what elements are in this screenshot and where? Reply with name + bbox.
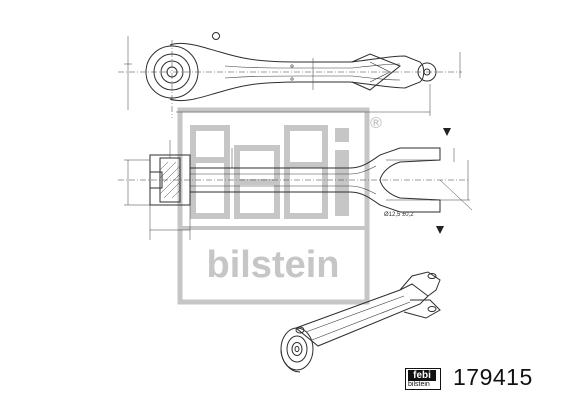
iso-arm-body bbox=[295, 283, 429, 347]
top-view-small-hole bbox=[212, 32, 220, 40]
iso-bushing-rubber bbox=[286, 335, 308, 363]
part-number: 179415 bbox=[453, 364, 533, 390]
side-view: Ø12,5 ±0,2 bbox=[118, 128, 473, 240]
top-view-rivet-1 bbox=[290, 64, 294, 68]
febi-bilstein-logo: febi bilstein bbox=[405, 368, 441, 390]
side-view-hatching bbox=[159, 161, 181, 199]
watermark-febi-letters bbox=[190, 125, 349, 219]
isometric-part-view bbox=[280, 271, 441, 373]
iso-bushing-depth bbox=[280, 348, 301, 373]
side-view-tube-outline bbox=[189, 147, 441, 213]
side-view-tube-inner-lower bbox=[190, 185, 377, 195]
top-view bbox=[118, 32, 462, 118]
iso-bushing-bore bbox=[294, 345, 300, 353]
top-view-eye-hole bbox=[423, 68, 431, 76]
watermark-registered-mark: ® bbox=[370, 115, 382, 132]
side-view-fork-inner bbox=[386, 159, 436, 201]
iso-arm-ribs bbox=[305, 295, 411, 341]
iso-small-hole bbox=[295, 326, 305, 334]
iso-bushing-sleeve bbox=[291, 342, 303, 356]
side-view-bushing-flange bbox=[149, 171, 163, 189]
watermark-logo: bilstein ® bbox=[177, 107, 382, 305]
side-view-arrow-bottom bbox=[436, 226, 444, 234]
top-view-rib-lower bbox=[224, 75, 401, 81]
top-view-rib-upper bbox=[224, 63, 401, 69]
watermark-frame bbox=[177, 107, 370, 305]
logo-febi-text: febi bbox=[408, 370, 436, 381]
iso-fork-end bbox=[399, 271, 441, 297]
iso-fork-hole-upper bbox=[427, 273, 437, 279]
top-view-eye-outer bbox=[417, 62, 437, 82]
side-view-arrow-top bbox=[443, 128, 451, 136]
top-view-yoke-inner bbox=[369, 61, 391, 83]
iso-fork-hole-lower bbox=[427, 306, 437, 312]
side-view-tube-inner-upper bbox=[190, 165, 377, 175]
top-view-bushing-sleeve bbox=[160, 60, 184, 84]
top-view-yoke-outline bbox=[351, 53, 401, 91]
iso-fork-lower bbox=[403, 299, 441, 319]
logo-bilstein-text: bilstein bbox=[408, 381, 430, 388]
diameter-tolerance: ±0,2 bbox=[402, 212, 414, 218]
diameter-label: Ø12,5 bbox=[384, 212, 401, 218]
side-view-dim-diagonal bbox=[439, 179, 473, 211]
top-view-rivet-2 bbox=[290, 77, 294, 81]
watermark-bilstein-text: bilstein bbox=[206, 244, 339, 286]
